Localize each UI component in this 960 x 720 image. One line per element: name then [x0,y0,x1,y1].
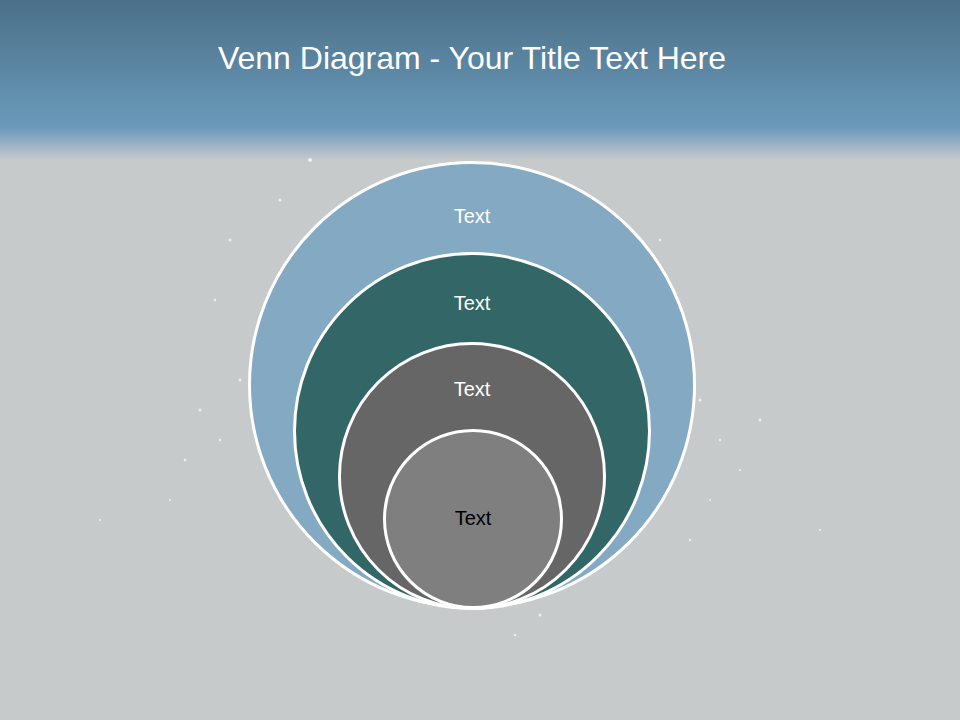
circle-label: Text [248,205,696,228]
circle-label: Text [338,378,606,401]
outer-circle: TextTextTextText [248,161,696,609]
title-band [0,0,960,160]
inner-circle: Text [383,429,563,609]
circle-label: Text [383,507,563,530]
second-circle: TextTextText [293,252,651,610]
splash-particles [99,158,821,636]
title: Venn Diagram - Your Title Text Here [0,40,944,77]
circle-shape [250,163,695,608]
circle-label: Text [293,292,651,315]
third-circle: TextText [338,342,606,610]
